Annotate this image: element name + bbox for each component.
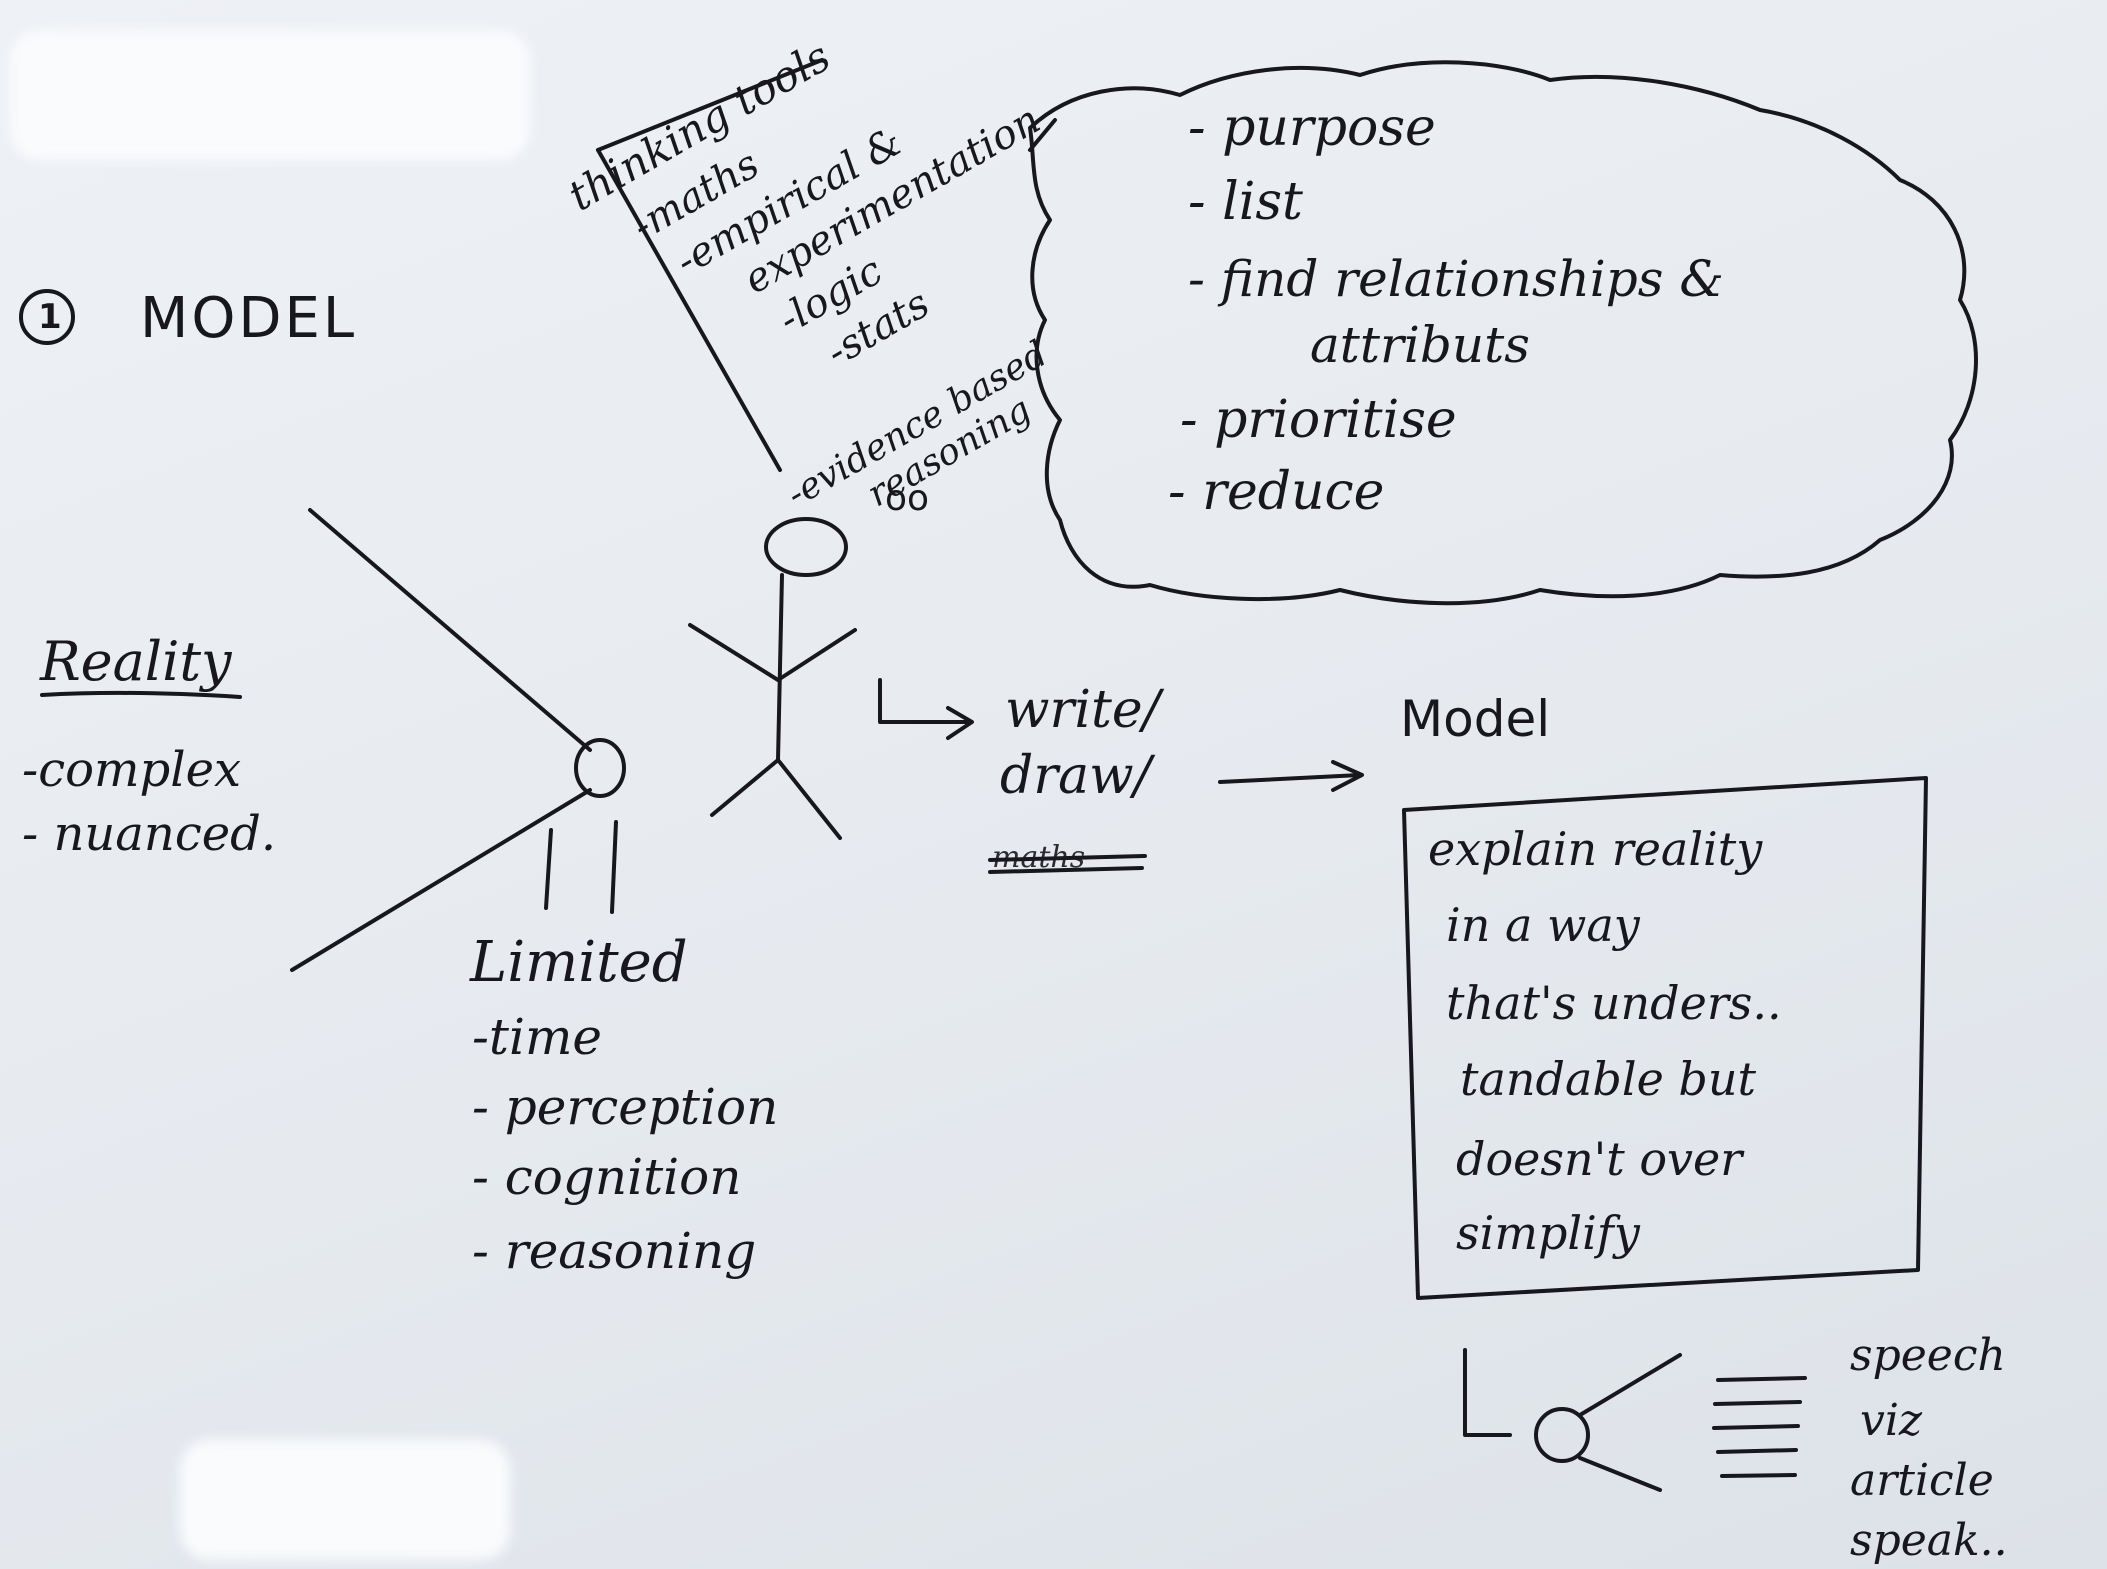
bottom-cone [1578,1353,1682,1492]
stick-figure-head [764,517,848,577]
write-label: write/ [1005,680,1161,740]
view-cone-upper [308,508,592,752]
heading-number: 1 [38,297,62,337]
model-box-line: tandable but [1460,1052,1756,1106]
struck-word: maths [992,840,1086,875]
cloud-item: - reduce [1168,462,1385,522]
eye-circle [574,738,626,798]
thought-cloud [1028,60,1978,606]
model-box [1402,776,1928,1300]
limited-item: - reasoning [472,1222,757,1280]
model-box-line: explain reality [1428,822,1763,876]
model-box-line: simplify [1456,1206,1640,1260]
channel-item: speak.. [1850,1515,2008,1566]
draw-label: draw/ [1000,746,1152,806]
model-box-line: that's unders.. [1446,976,1782,1030]
redaction-blot [10,30,530,160]
tools-diagonal [596,148,782,472]
stick-figure-body [776,573,784,762]
limited-title: Limited [470,930,688,995]
redaction-blot [180,1440,510,1560]
strike-scribble [988,854,1147,874]
channel-item: viz [1860,1395,1923,1446]
reality-title: Reality [40,630,232,693]
cloud-item: - prioritise [1180,390,1457,450]
cloud-item: attributs [1310,316,1530,374]
write-arrow [878,678,974,740]
reality-item: -complex [22,742,242,798]
view-cone-lower [290,788,592,972]
stick-figure-legs [710,758,842,840]
limited-item: - perception [472,1078,779,1136]
channel-item: article [1850,1455,1994,1506]
cloud-item: - list [1188,172,1303,232]
tools-header-underline [596,58,824,152]
heading-number-circle [19,289,75,345]
model-box-line: doesn't over [1456,1132,1743,1186]
model-title: Model [1400,690,1551,748]
eye-stand [544,820,618,914]
stick-figure-arms [688,623,857,682]
limited-item: -time [472,1008,602,1066]
text-lines-icon [1712,1376,1807,1478]
cloud-item: - find relationships & [1188,250,1724,308]
reality-underline [40,690,242,699]
channel-item: speech [1850,1330,2006,1381]
bottom-eye [1534,1407,1590,1463]
cloud-tail [1028,118,1057,152]
reality-item: - nuanced. [22,806,277,862]
cloud-item: - purpose [1188,98,1436,158]
heading-title: MODEL [140,286,358,351]
bottom-l-shape [1463,1348,1512,1437]
model-arrow [1218,760,1364,792]
tools-trail: oo [885,478,930,519]
limited-item: - cognition [472,1148,742,1206]
model-box-line: in a way [1446,898,1640,952]
